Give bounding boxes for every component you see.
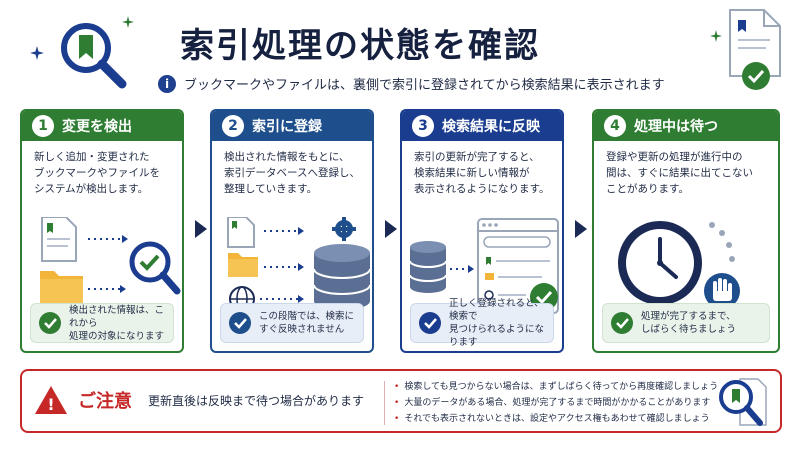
register-illustration — [227, 216, 371, 312]
card-title: 索引に登録 — [252, 119, 322, 135]
card-description: 登録や更新の処理が進行中の 間は、すぐに結果に出てこない ことがあります。 — [606, 151, 753, 195]
magnifier-check-icon — [129, 241, 181, 295]
warning-icon: ! — [35, 386, 67, 414]
magnifier-bookmark-icon — [719, 378, 767, 426]
card-description: 検出された情報をもとに、 索引データベースへ登録し、 整理していきます。 — [224, 151, 360, 195]
card-note: 検出された情報は、これから 処理の対象になります — [30, 303, 174, 343]
note-text: 検出された情報は、これから 処理の対象になります — [69, 304, 165, 342]
step-card-reflect: 3 検索結果に反映 索引の更新が完了すると、 検索結果に新しい情報が 表示される… — [400, 109, 564, 353]
card-title: 変更を検出 — [62, 119, 132, 135]
card-header: 2 索引に登録 — [212, 111, 372, 141]
card-description: 索引の更新が完了すると、 検索結果に新しい情報が 表示されるようになります。 — [414, 151, 550, 195]
flow-arrow — [575, 220, 587, 238]
note-text: 処理が完了するまで、 しばらく待ちましょう — [641, 311, 737, 335]
step-card-detect: 1 変更を検出 新しく追加・変更された ブックマークやファイルを システムが検出… — [20, 109, 184, 353]
note-text: この段階では、検索に すぐ反映されません — [259, 311, 355, 335]
divider — [384, 381, 385, 425]
step-number: 1 — [32, 115, 54, 137]
step-number: 3 — [412, 115, 434, 137]
wait-illustration — [618, 221, 740, 309]
card-header: 3 検索結果に反映 — [402, 111, 562, 141]
progress-dots — [709, 222, 735, 262]
gear-icon — [332, 217, 356, 241]
card-illustration — [402, 217, 562, 317]
database-icon — [409, 241, 447, 293]
check-icon — [419, 312, 441, 334]
document-icon — [41, 216, 77, 262]
folder-icon — [228, 253, 258, 277]
folder-icon — [40, 271, 83, 306]
card-note: 処理が完了するまで、 しばらく待ちましょう — [602, 303, 770, 343]
card-note: この段階では、検索に すぐ反映されません — [220, 303, 364, 343]
clock-icon — [618, 221, 702, 305]
reflect-illustration — [409, 218, 559, 314]
card-header: 4 処理中は待つ — [594, 111, 778, 141]
subtitle: ブックマークやファイルは、裏側で索引に登録されてから検索結果に表示されます — [184, 78, 665, 93]
detect-illustration — [40, 216, 181, 306]
subtitle-row: i ブックマークやファイルは、裏側で索引に登録されてから検索結果に表示されます — [158, 74, 665, 93]
caution-box: ! ご注意 更新直後は反映まで待つ場合があります 検索しても見つからない場合は、… — [20, 369, 782, 433]
caution-message: 更新直後は反映まで待つ場合があります — [148, 393, 365, 408]
sparkle-icon — [122, 16, 134, 28]
caution-item: 検索しても見つからない場合は、まずしばらく待ってから再度確認しましょう — [394, 379, 718, 395]
step-number: 4 — [604, 115, 626, 137]
magnifier-bookmark-icon — [61, 23, 127, 89]
card-illustration — [212, 216, 372, 317]
flow-arrow — [385, 220, 397, 238]
check-icon — [39, 312, 61, 334]
caution-list: 検索しても見つからない場合は、まずしばらく待ってから再度確認しましょう 大量のデ… — [394, 379, 718, 427]
step-card-register: 2 索引に登録 検出された情報をもとに、 索引データベースへ登録し、 整理してい… — [210, 109, 374, 353]
card-note: 正しく登録されると、検索で 見つけられるようになります — [410, 298, 554, 348]
sparkle-icon — [710, 30, 722, 42]
flow-arrow — [195, 220, 207, 238]
caution-header: ! ご注意 更新直後は反映まで待つ場合があります — [34, 385, 364, 415]
caution-title: ご注意 — [78, 391, 132, 412]
document-check-icon — [729, 9, 781, 90]
card-illustration — [594, 217, 778, 317]
hand-icon — [704, 273, 740, 309]
header: 索引処理の状態を確認 i ブックマークやファイルは、裏側で索引に登録されてから検… — [0, 0, 800, 100]
svg-text:!: ! — [47, 395, 54, 414]
card-header: 1 変更を検出 — [22, 111, 182, 141]
info-icon: i — [158, 74, 176, 93]
check-icon — [611, 312, 633, 334]
database-icon — [313, 244, 371, 310]
sparkle-icon — [30, 46, 44, 60]
step-card-wait: 4 処理中は待つ 登録や更新の処理が進行中の 間は、すぐに結果に出てこない こと… — [592, 109, 780, 353]
page-title: 索引処理の状態を確認 — [180, 26, 540, 66]
card-description: 新しく追加・変更された ブックマークやファイルを システムが検出します。 — [34, 151, 160, 195]
card-title: 処理中は待つ — [634, 119, 718, 135]
card-illustration — [22, 216, 182, 317]
card-title: 検索結果に反映 — [442, 119, 540, 135]
document-icon — [227, 216, 255, 248]
step-number: 2 — [222, 115, 244, 137]
note-text: 正しく登録されると、検索で 見つけられるようになります — [449, 298, 545, 348]
caution-item: それでも表示されないときは、設定やアクセス権もあわせて確認しましょう — [394, 411, 718, 427]
check-icon — [229, 312, 251, 334]
caution-item: 大量のデータがある場合、処理が完了するまで時間がかかることがあります — [394, 395, 718, 411]
